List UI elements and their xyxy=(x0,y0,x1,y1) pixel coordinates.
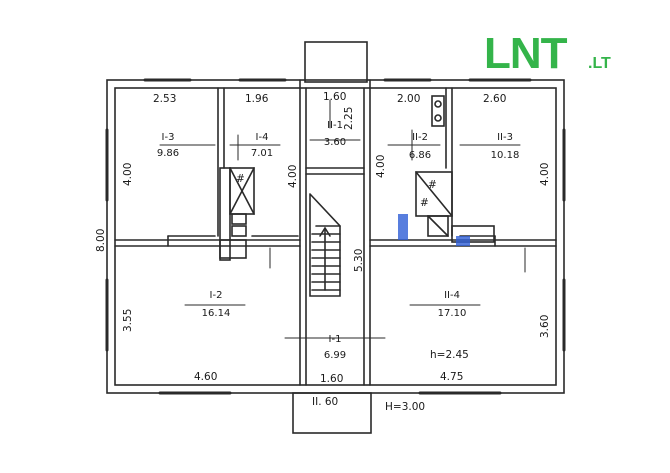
dim-right-upper: 4.00 xyxy=(539,163,551,186)
room-area: 6.99 xyxy=(324,350,346,361)
staircase xyxy=(309,193,341,297)
room-id: I-4 xyxy=(256,132,269,143)
room-area: 16.14 xyxy=(202,308,231,319)
dim-left-mid: 4.00 xyxy=(287,165,299,188)
svg-text:#: # xyxy=(236,173,245,185)
dim-bottom-right: 4.75 xyxy=(440,371,463,383)
logo-tld: .LT xyxy=(588,55,611,72)
dim-left-total: 8.00 xyxy=(95,229,107,252)
blue-marker xyxy=(398,214,470,246)
outer-wall xyxy=(106,79,565,394)
room-id: I-1 xyxy=(329,334,342,345)
dim-stair: 5.30 xyxy=(353,249,365,272)
chimney-left xyxy=(219,167,231,261)
logo-main: LNT xyxy=(484,30,568,75)
total-height-note: H=3.00 xyxy=(385,401,425,413)
dim-bottom-left: 4.60 xyxy=(194,371,217,383)
svg-text:#: # xyxy=(420,197,429,209)
lnt-logo: LNT .LT xyxy=(484,30,611,75)
dim-right-left-upper: 4.00 xyxy=(375,155,387,178)
dim-right-lower: 3.60 xyxy=(539,315,551,338)
room-area: 6.86 xyxy=(409,150,431,161)
dim-left-lower: 3.55 xyxy=(122,309,134,332)
room-id: II-3 xyxy=(497,132,513,143)
room-id: II-2 xyxy=(412,132,428,143)
room-area: 3.60 xyxy=(324,137,346,148)
dim-left-upper: 4.00 xyxy=(122,163,134,186)
svg-text:#: # xyxy=(428,179,437,191)
dim-top-left: 2.53 xyxy=(153,93,176,105)
dim-corridor-vert: 2.25 xyxy=(343,107,355,130)
dim-top-right: 2.60 xyxy=(483,93,506,105)
dim-top-mid-right: 2.00 xyxy=(397,93,420,105)
dim-bottom-ii: II. 60 xyxy=(312,396,338,408)
room-area: 10.18 xyxy=(491,150,520,161)
room-id: II-4 xyxy=(444,290,460,301)
sink xyxy=(431,95,445,127)
top-porch xyxy=(304,41,368,83)
dim-top-mid-left: 1.96 xyxy=(245,93,269,105)
room-id: II-1 xyxy=(327,120,343,131)
room-id: I-2 xyxy=(210,290,223,301)
dim-bottom-corridor: 1.60 xyxy=(320,373,343,385)
inner-wall xyxy=(114,87,557,386)
room-area: 9.86 xyxy=(157,148,179,159)
ceiling-height-note: h=2.45 xyxy=(430,349,469,361)
dim-top-corridor: 1.60 xyxy=(323,91,346,103)
room-area: 7.01 xyxy=(251,148,273,159)
room-id: I-3 xyxy=(162,132,175,143)
room-area: 17.10 xyxy=(438,308,467,319)
